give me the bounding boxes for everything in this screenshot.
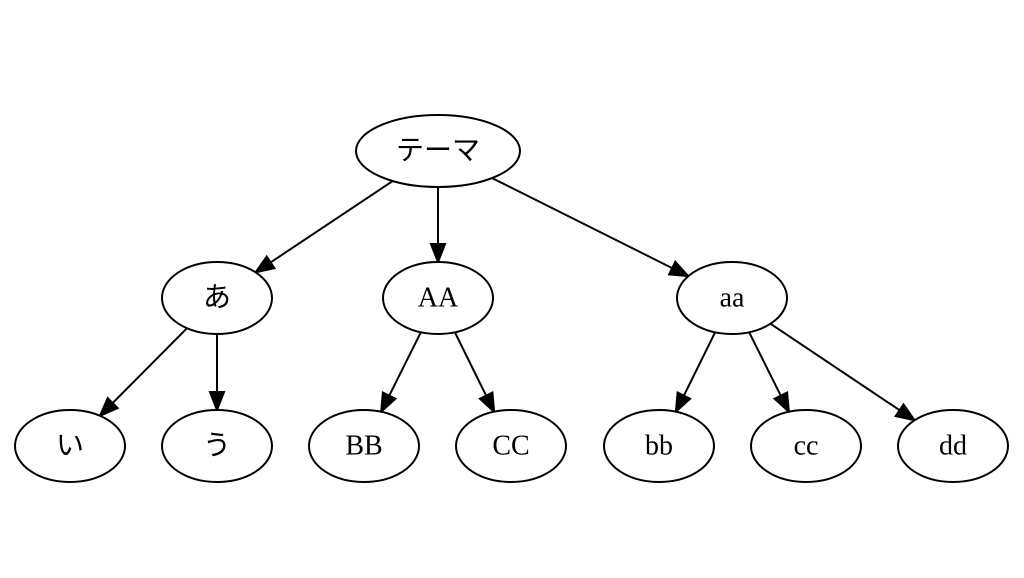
edge-line [111,327,188,404]
node-label: AA [418,283,459,314]
node-ellipse [161,261,273,335]
edge-line [769,322,901,412]
node-ellipse [382,261,494,335]
edge-line [454,331,487,397]
node-dd: dd [897,409,1009,483]
node-ellipse [750,409,862,483]
node-ellipse [161,409,273,483]
edges-layer [98,177,917,422]
node-ellipse [676,261,788,335]
arrowhead-icon [478,390,496,415]
node-label: い [56,431,84,462]
node-theme: テーマ [355,114,521,188]
arrowhead-icon [772,391,791,415]
edge-aa-dd [769,322,917,422]
node-a: あ [161,261,273,335]
edge-line [683,331,716,397]
node-ellipse [603,409,715,483]
edge-line [388,331,422,397]
arrowhead-icon [208,391,226,413]
edge-a-i [98,327,188,418]
arrowhead-icon [253,254,277,274]
node-label: cc [794,431,819,462]
arrowhead-icon [429,243,447,265]
node-u: う [161,409,273,483]
node-AA: AA [382,261,494,335]
edge-line [748,331,782,397]
edge-theme-AA [429,187,447,265]
node-label: CC [492,431,529,462]
node-i: い [14,409,126,483]
node-ellipse [897,409,1009,483]
node-ellipse [355,114,521,188]
edge-theme-a [253,180,394,274]
node-ellipse [14,409,126,483]
arrowhead-icon [674,390,692,415]
node-ellipse [308,409,420,483]
node-label: あ [203,283,231,314]
edge-aa-bb [674,331,716,415]
edge-line [491,177,673,269]
arrowhead-icon [98,396,120,418]
node-ellipse [455,409,567,483]
node-label: bb [645,431,673,462]
node-label: aa [720,283,745,314]
node-label: テーマ [396,136,480,167]
node-cc: cc [750,409,862,483]
arrowhead-icon [379,391,398,415]
node-BB: BB [308,409,420,483]
node-label: BB [345,431,382,462]
node-aa: aa [676,261,788,335]
edge-AA-CC [454,331,496,415]
node-label: う [203,431,231,462]
edge-AA-BB [379,331,422,415]
edge-aa-cc [748,331,791,415]
arrowhead-icon [667,260,691,278]
edge-theme-aa [491,177,691,278]
node-CC: CC [455,409,567,483]
edge-line [270,180,394,264]
node-bb: bb [603,409,715,483]
node-label: dd [939,431,967,462]
edge-a-u [208,334,226,413]
arrowhead-icon [894,402,917,422]
